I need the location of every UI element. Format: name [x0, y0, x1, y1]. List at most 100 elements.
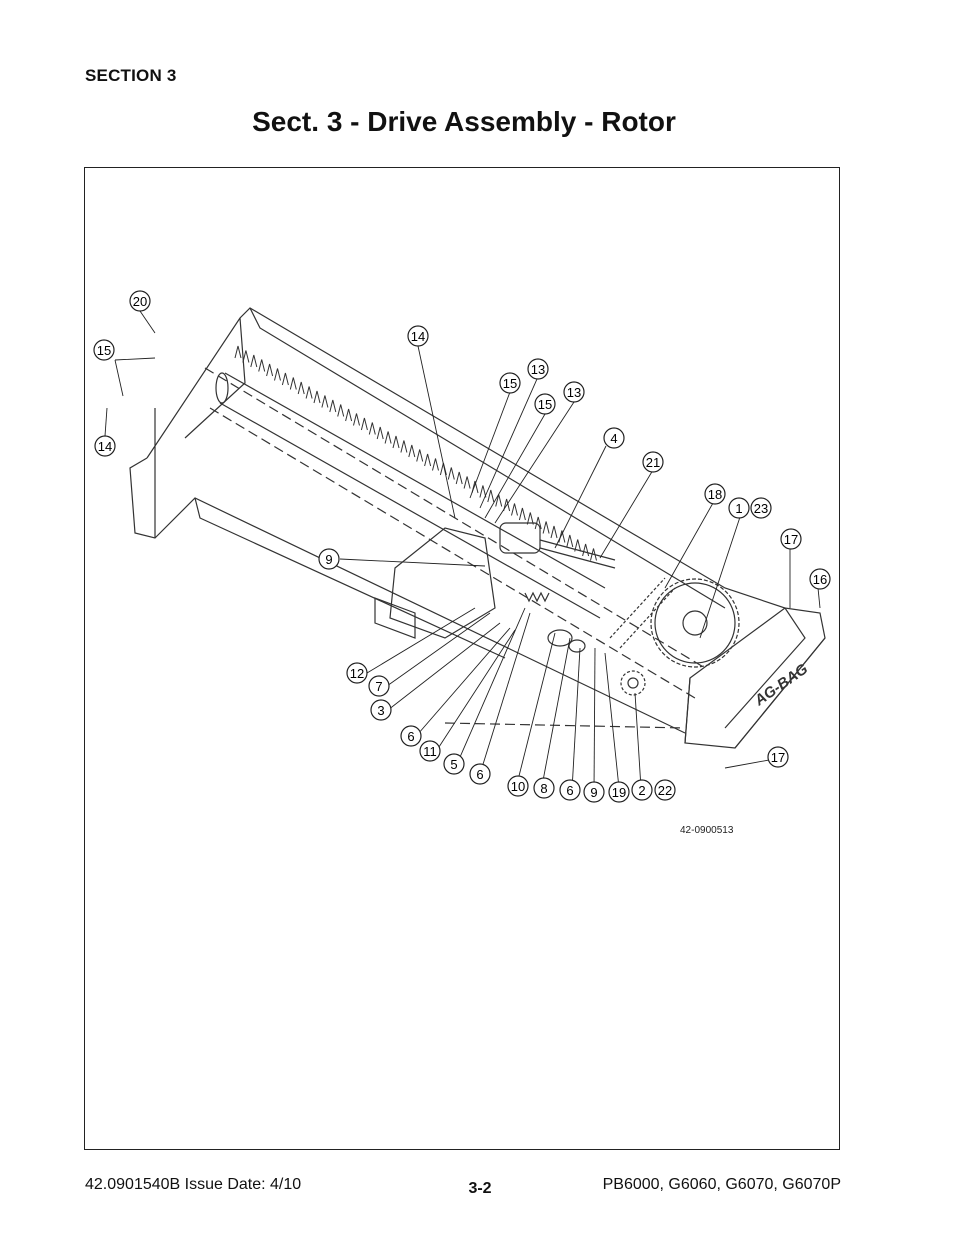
rotor-tooth: [495, 494, 503, 507]
svg-text:11: 11: [423, 744, 437, 759]
rotor-tooth: [250, 354, 258, 368]
rotor-tooth: [455, 471, 463, 485]
parts-diagram-frame: AG-BAG: [84, 167, 840, 1150]
svg-text:1: 1: [735, 501, 742, 516]
callout-13-a: 13: [527, 358, 549, 380]
callout-21: 21: [642, 451, 664, 473]
callout-11: 11: [419, 740, 441, 762]
svg-text:2: 2: [638, 783, 645, 798]
svg-text:5: 5: [450, 757, 457, 772]
rotor-tooth: [526, 512, 534, 525]
svg-text:19: 19: [612, 785, 626, 800]
rotor-tooth: [345, 408, 353, 422]
svg-text:12: 12: [350, 666, 364, 681]
drive-components-drawing: [499, 522, 826, 749]
svg-text:18: 18: [708, 487, 722, 502]
rotor-tooth: [281, 372, 289, 386]
svg-text:3: 3: [377, 703, 384, 718]
rotor-tooth: [487, 489, 495, 503]
callout-17-bottom: 17: [767, 746, 789, 768]
callout-5: 5: [443, 753, 465, 775]
rotor-tooth: [550, 525, 558, 539]
callout-22: 22: [654, 779, 676, 801]
rotor-tooth: [305, 386, 313, 399]
section-label: SECTION 3: [85, 66, 177, 85]
callout-6-c: 6: [559, 779, 581, 801]
rotor-tooth: [479, 485, 487, 498]
svg-text:17: 17: [784, 532, 798, 547]
svg-text:7: 7: [375, 679, 382, 694]
svg-text:14: 14: [411, 329, 425, 344]
callout-3: 3: [370, 699, 392, 721]
rotor-tooth: [384, 431, 392, 444]
callout-leaders: [104, 310, 821, 792]
rotor-tooth: [542, 521, 550, 534]
rotor-tooth: [337, 404, 345, 417]
callout-2: 2: [631, 779, 653, 801]
footer-doc-number: 42.0901540B Issue Date: 4/10: [85, 1176, 302, 1193]
rotor-tooth: [376, 426, 384, 440]
callout-15-a: 15: [499, 372, 521, 394]
rotor-tooth: [590, 548, 597, 561]
callout-13-b: 13: [563, 381, 585, 403]
callout-20: 20: [129, 290, 151, 312]
callout-15-b: 15: [534, 393, 556, 415]
svg-text:9: 9: [590, 785, 597, 800]
brand-logo-text: AG-BAG: [751, 660, 812, 710]
rotor-tooth: [424, 453, 432, 467]
rotor-housing-drawing: [129, 307, 806, 734]
callout-18: 18: [704, 483, 726, 505]
callout-12: 12: [346, 662, 368, 684]
rotor-tooth: [234, 345, 242, 359]
rotor-tooth: [408, 444, 416, 458]
callout-9-lower: 9: [583, 781, 605, 803]
callout-14-top: 14: [407, 325, 429, 347]
callout-10: 10: [507, 775, 529, 797]
svg-text:13: 13: [567, 385, 581, 400]
rotor-tooth: [242, 350, 250, 363]
rotor-tooth: [400, 440, 408, 453]
rotor-teeth: [234, 345, 597, 561]
rotor-tooth: [566, 534, 574, 548]
rotor-tooth: [274, 368, 281, 381]
svg-text:17: 17: [771, 750, 785, 765]
rotor-tooth: [360, 417, 368, 431]
svg-text:4: 4: [610, 431, 617, 446]
callout-6-b: 6: [469, 763, 491, 785]
svg-text:8: 8: [540, 781, 547, 796]
rotor-tooth: [463, 476, 471, 489]
footer-models: PB6000, G6060, G6070, G6070P: [602, 1176, 841, 1193]
rotor-tooth: [392, 435, 400, 449]
rotor-tooth: [258, 359, 266, 372]
callout-9-upper: 9: [318, 548, 340, 570]
svg-text:10: 10: [511, 779, 525, 794]
svg-text:15: 15: [503, 376, 517, 391]
svg-text:23: 23: [754, 501, 768, 516]
svg-text:15: 15: [97, 343, 111, 358]
svg-text:22: 22: [658, 783, 672, 798]
rotor-tooth: [266, 363, 274, 377]
rotor-tooth: [416, 449, 424, 462]
svg-text:6: 6: [566, 783, 573, 798]
rotor-tooth: [534, 516, 542, 530]
rotor-tooth: [329, 399, 337, 413]
callout-1: 1: [728, 497, 750, 519]
callout-8: 8: [533, 777, 555, 799]
callout-23: 23: [750, 497, 772, 519]
page-title: Sect. 3 - Drive Assembly - Rotor: [252, 106, 676, 137]
callout-6-a: 6: [400, 725, 422, 747]
drawing-number: 42-0900513: [680, 825, 734, 836]
exploded-parts-diagram: AG-BAG: [93, 290, 831, 836]
rotor-tooth: [313, 390, 321, 404]
rotor-tooth: [511, 503, 518, 516]
svg-text:9: 9: [325, 552, 332, 567]
rotor-tooth: [368, 422, 376, 435]
rotor-tooth: [518, 507, 526, 521]
callout-17-top: 17: [780, 528, 802, 550]
rotor-tooth: [297, 381, 305, 395]
callout-7: 7: [368, 675, 390, 697]
footer-page-number: 3-2: [468, 1180, 492, 1197]
rotor-tooth: [447, 467, 455, 480]
rotor-tooth: [432, 458, 439, 471]
rotor-tooth: [321, 395, 329, 408]
